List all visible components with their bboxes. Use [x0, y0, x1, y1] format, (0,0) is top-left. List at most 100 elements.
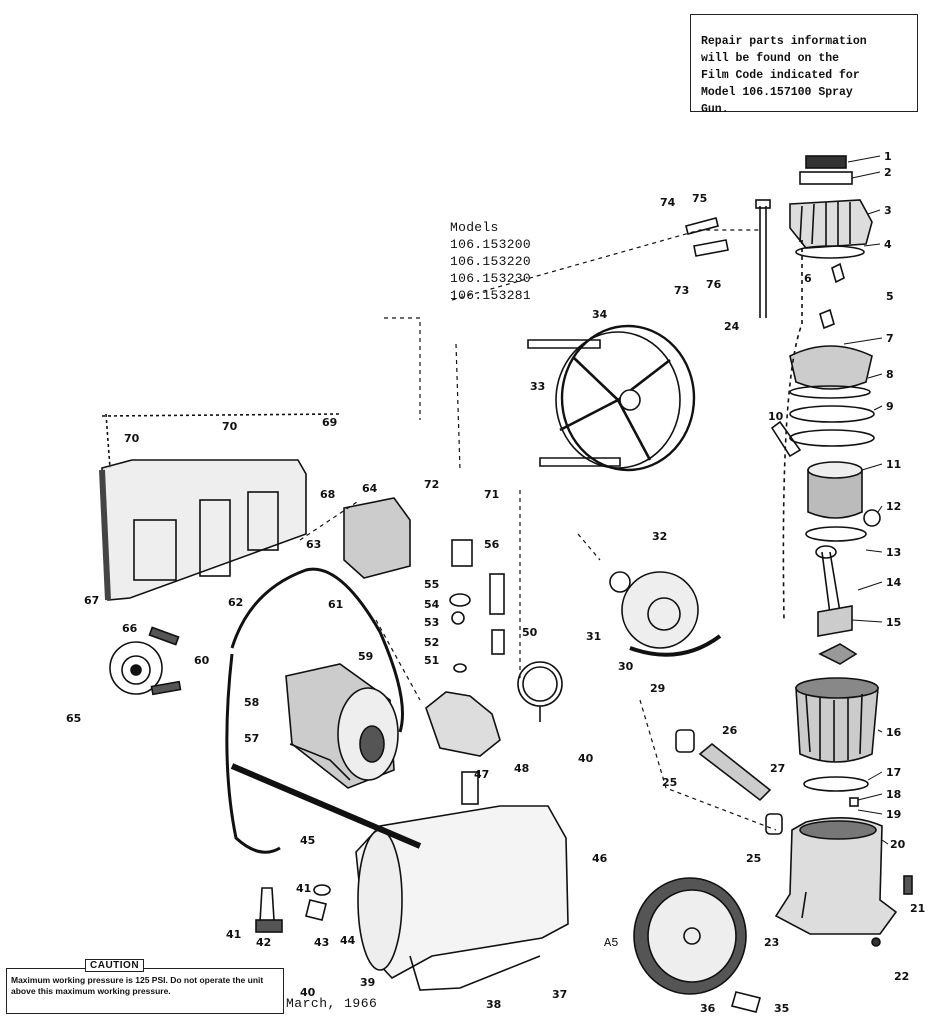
callout: 70 [222, 420, 238, 433]
callout: 19 [886, 808, 901, 821]
caution-title: CAUTION [85, 959, 145, 972]
callout: 7 [886, 332, 894, 345]
callout: 32 [652, 530, 667, 543]
callout: 37 [552, 988, 567, 1001]
callout-leaders [843, 155, 889, 845]
callout: 67 [84, 594, 99, 607]
callout: 27 [770, 762, 785, 775]
callout: 17 [886, 766, 901, 779]
callout: 13 [886, 546, 901, 559]
callout: 24 [724, 320, 740, 333]
safety-valve [255, 884, 331, 933]
callout: 18 [886, 788, 901, 801]
callout: 12 [886, 500, 901, 513]
check-valve [425, 691, 501, 757]
callout: 29 [650, 682, 665, 695]
callout: 34 [592, 308, 608, 321]
callout: 43 [314, 936, 329, 949]
callout: 20 [890, 838, 906, 851]
motor-pulley [109, 626, 182, 696]
callout: 75 [692, 192, 707, 205]
callout: 50 [522, 626, 538, 639]
callout: 36 [700, 1002, 716, 1015]
callout: 4 [884, 238, 892, 251]
callout: 15 [886, 616, 901, 629]
model-number: 106.153281 [450, 288, 532, 303]
callout: 33 [530, 380, 545, 393]
callout: 9 [886, 400, 894, 413]
callout: 3 [884, 204, 892, 217]
callout: 16 [886, 726, 902, 739]
electric-motor [285, 663, 399, 789]
callout: 55 [424, 578, 439, 591]
callout: 57 [244, 732, 259, 745]
callout: 46 [592, 852, 608, 865]
callout: 5 [886, 290, 894, 303]
model-number: 106.153200 [450, 237, 532, 252]
model-number: 106.153220 [450, 254, 532, 269]
callout: 22 [894, 970, 909, 983]
callout: 21 [910, 902, 925, 915]
pressure-gauge [517, 661, 563, 722]
callout: 51 [424, 654, 439, 667]
callout: 63 [306, 538, 321, 551]
callout: 64 [362, 482, 378, 495]
power-cord [225, 567, 404, 854]
callout: 23 [764, 936, 779, 949]
callout: 31 [586, 630, 601, 643]
callout: 14 [886, 576, 902, 589]
callout: 41 [226, 928, 241, 941]
callout: 25 [662, 776, 677, 789]
compressor-head-assembly [770, 155, 913, 947]
callout: 2 [884, 166, 892, 179]
caution-box: CAUTION Maximum working pressure is 125 … [6, 959, 284, 1014]
callout: 40 [300, 986, 316, 999]
models-list: Models 106.153200 106.153220 106.153230 … [450, 219, 531, 304]
belt-guard-shroud [99, 413, 341, 601]
callout: 26 [722, 724, 738, 737]
callout: 42 [256, 936, 271, 949]
callout: 35 [774, 1002, 789, 1015]
callout: 10 [768, 410, 784, 423]
callout: 53 [424, 616, 439, 629]
callout: 70 [124, 432, 140, 445]
callout: 48 [514, 762, 529, 775]
callout: 65 [66, 712, 81, 725]
stud-rod [759, 206, 767, 318]
callout: 47 [474, 768, 489, 781]
callout: 6 [804, 272, 812, 285]
crankcase-cover [609, 571, 722, 657]
pressure-switch [343, 497, 411, 579]
crankshaft [675, 729, 783, 835]
caution-text: Maximum working pressure is 125 PSI. Do … [11, 975, 264, 996]
callout: 44 [340, 934, 356, 947]
callout: 66 [122, 622, 138, 635]
callout: 58 [244, 696, 259, 709]
callout: 54 [424, 598, 440, 611]
callout: 69 [322, 416, 337, 429]
corner-mark: A5 [604, 936, 619, 950]
diagram-date: March, 1966 [286, 996, 378, 1011]
callout: 76 [706, 278, 722, 291]
callout: 45 [300, 834, 315, 847]
repair-parts-note: Repair parts information will be found o… [690, 14, 918, 116]
callout: 62 [228, 596, 243, 609]
callout: 71 [484, 488, 499, 501]
callout: 61 [328, 598, 343, 611]
callout: 60 [194, 654, 210, 667]
model-number: 106.153230 [450, 271, 532, 286]
callout: 41 [296, 882, 311, 895]
callout: 38 [486, 998, 501, 1011]
callout: 72 [424, 478, 439, 491]
callout: 8 [886, 368, 894, 381]
callout: 25 [746, 852, 761, 865]
callout: 74 [660, 196, 676, 209]
callout: 59 [358, 650, 373, 663]
wheel [633, 877, 761, 1013]
callout: 40 [578, 752, 594, 765]
air-tank [230, 763, 569, 991]
callout: 11 [886, 458, 901, 471]
callout: 1 [884, 150, 892, 163]
callout: 68 [320, 488, 335, 501]
